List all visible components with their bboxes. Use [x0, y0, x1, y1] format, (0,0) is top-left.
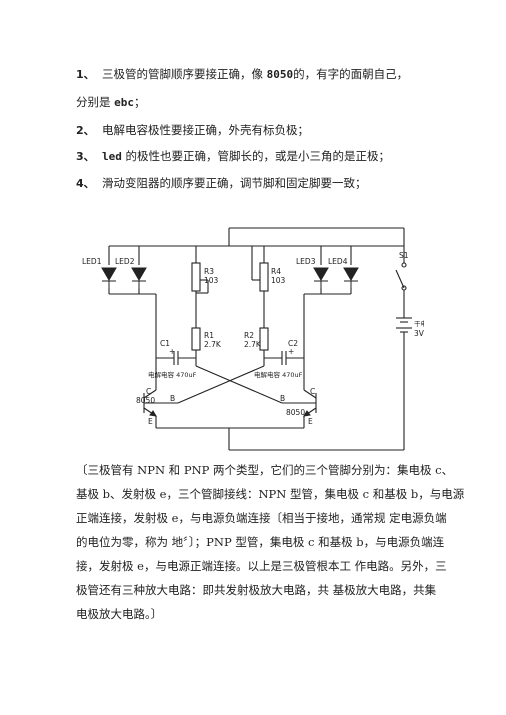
q-right-c-label: C — [310, 387, 315, 396]
r1-label: R1 — [204, 331, 214, 340]
r2-resistor — [259, 327, 269, 351]
paragraph-line: 正端连接，发射极 e，与电源负端连接〔相当于接地，通常规 定电源负端 — [76, 511, 447, 525]
r2-label: R2 — [244, 331, 254, 340]
r4-value: 103 — [271, 276, 286, 285]
r4-resistor — [259, 262, 269, 292]
note-1: 1、三极管的管脚顺序要接正确，像 8050的，有字的面朝自己， — [76, 67, 409, 81]
note-1-continued: 分别是 ebc； — [76, 95, 146, 109]
led1-label: LED1 — [82, 257, 102, 266]
led3-label: LED3 — [296, 257, 316, 266]
paragraph-line: 基极 b、发射极 e，三个管脚接线：NPN 型管，集电极 c 和基极 b，与电源 — [76, 487, 465, 501]
q-left-c-label: C — [146, 387, 151, 396]
circuit-diagram: LED1 LED2 LED3 LED4 R3 103 R4 103 R1 2.7… — [82, 227, 424, 451]
s1-switch — [395, 269, 405, 289]
c2-plus: + — [288, 347, 294, 356]
r1-value: 2.7K — [204, 340, 222, 349]
r3-resistor — [191, 262, 201, 292]
paragraph-line: 极管还有三种放大电路：即共发射极放大电路，共 基极放大电路，共集 — [76, 583, 437, 597]
q-left-b-label: B — [170, 394, 175, 403]
note-2: 2、电解电容极性要接正确，外壳有标负极； — [76, 123, 309, 137]
note-number: 3、 — [76, 150, 95, 163]
c1-plus: + — [169, 347, 175, 356]
q-left-e-label: E — [148, 417, 153, 426]
battery-voltage: 3V — [414, 329, 424, 338]
c1-value: 电解电容 470uF — [148, 370, 197, 379]
paragraph-line: 的电位为零，称为 地〞〕；PNP 型管，集电极 c 和基极 b，与电源负端连 — [76, 535, 445, 549]
cross-wire — [177, 365, 265, 404]
led1-diode — [101, 267, 117, 281]
led4-diode — [343, 267, 359, 281]
q-right-b-label: B — [280, 394, 285, 403]
paragraph-line: 电极放大电路。〕 — [76, 607, 163, 621]
note-number: 1、 — [76, 68, 95, 81]
led2-label: LED2 — [115, 257, 135, 266]
led2-diode — [131, 267, 147, 281]
s1-label: S1 — [399, 251, 409, 260]
c1-label: C1 — [160, 339, 170, 348]
led3-diode — [313, 267, 329, 281]
led4-label: LED4 — [328, 257, 348, 266]
r3-value: 103 — [204, 276, 219, 285]
explanation-paragraph: 〔三极管有 NPN 和 PNP 两个类型，它们的三个管脚分别为：集电极 c、 基… — [76, 458, 465, 626]
c2-value: 电解电容 470uF — [254, 370, 303, 379]
q-right-e-label: E — [308, 417, 313, 426]
q-right-model: 8050 — [286, 408, 305, 417]
paragraph-line: 〔三极管有 NPN 和 PNP 两个类型，它们的三个管脚分别为：集电极 c、 — [76, 463, 454, 477]
note-3: 3、led 的极性也要正确，管脚长的，或是小三角的是正极； — [76, 149, 391, 163]
note-number: 2、 — [76, 124, 95, 137]
battery-label: 干电池 — [414, 319, 424, 328]
note-4: 4、滑动变阻器的顺序要正确，调节脚和固定脚要一致； — [76, 176, 367, 190]
r1-resistor — [191, 327, 201, 351]
paragraph-line: 接，发射极 e，与电源正端连接。以上是三极管根本工 作电路。另外，三 — [76, 559, 447, 573]
cross-wire — [195, 365, 283, 404]
c2-label: C2 — [288, 339, 298, 348]
r4-label: R4 — [271, 267, 281, 276]
note-number: 4、 — [76, 177, 95, 190]
r2-value: 2.7K — [244, 340, 262, 349]
r3-label: R3 — [204, 267, 214, 276]
q-left-model: 8050 — [136, 396, 155, 405]
